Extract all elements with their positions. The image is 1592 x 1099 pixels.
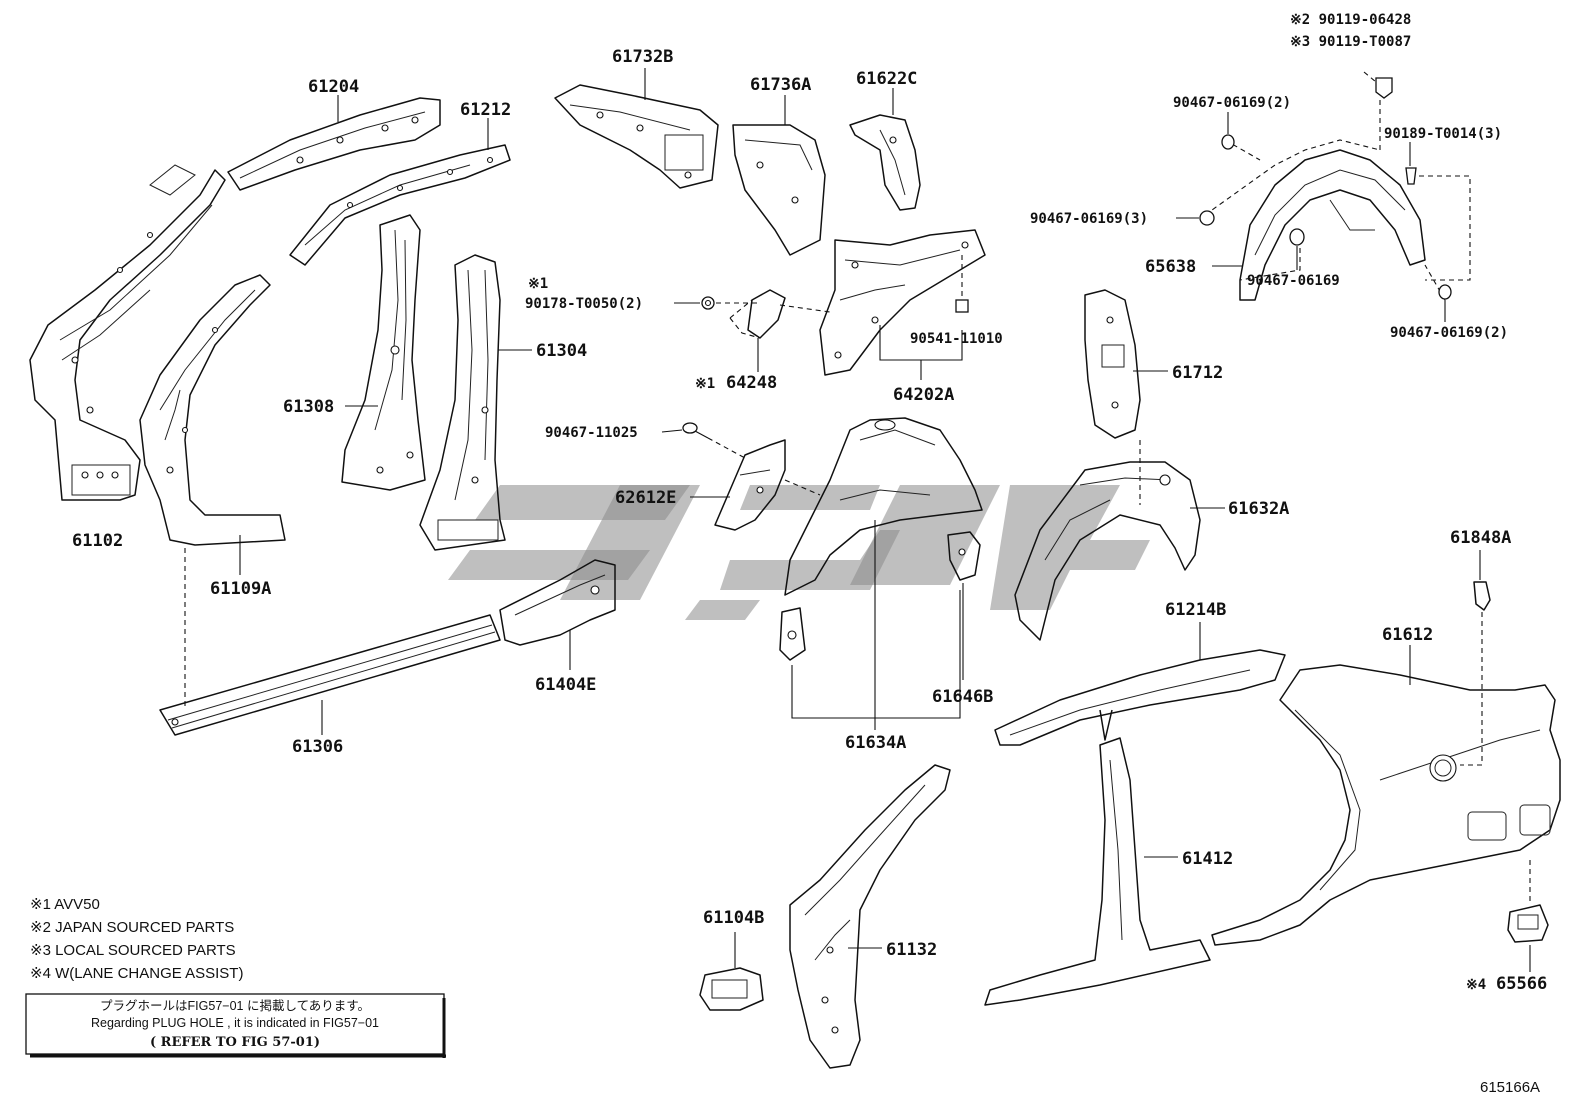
fastener-90189-clip: [1405, 167, 1417, 185]
figure-id: 615166A: [1480, 1079, 1540, 1096]
part-61308-drawing: [341, 214, 426, 491]
part-61646B-drawing: [947, 531, 981, 581]
part-61204-drawing: [227, 97, 441, 191]
part-61848A-drawing: [1473, 581, 1491, 611]
label-61132[interactable]: 61132: [886, 940, 937, 960]
fastener-90467-06169-c: [1289, 228, 1305, 246]
label-65638[interactable]: 65638: [1145, 257, 1196, 277]
part-61634A-drawing: [779, 417, 983, 661]
part-61612-drawing: [1211, 664, 1561, 946]
part-61104B-drawing: [699, 967, 764, 1011]
part-61214B-drawing: [984, 649, 1286, 1006]
part-61109A-drawing: [139, 274, 286, 546]
part-64202A-drawing: [819, 229, 986, 376]
label-61404E[interactable]: 61404E: [535, 675, 596, 695]
fastener-90467-06169-d: [1438, 284, 1452, 300]
footnote-3: ※3 LOCAL SOURCED PARTS: [30, 942, 236, 959]
part-62612E-drawing: [714, 439, 786, 531]
plug-hole-reference-box: プラグホールはFIG57−01 に掲載してあります。 Regarding PLU…: [25, 993, 446, 1058]
label-90467-06169-2b[interactable]: 90467-06169(2): [1390, 325, 1508, 341]
label-61308[interactable]: 61308: [283, 397, 334, 417]
fastener-90119-screw: [1375, 77, 1393, 99]
label-61732B[interactable]: 61732B: [612, 47, 673, 67]
label-61214B[interactable]: 61214B: [1165, 600, 1226, 620]
part-61622C-drawing: [849, 114, 921, 211]
label-61736A[interactable]: 61736A: [750, 75, 811, 95]
label-61622C[interactable]: 61622C: [856, 69, 917, 89]
label-61712[interactable]: 61712: [1172, 363, 1223, 383]
label-90467-06169-2a[interactable]: 90467-06169(2): [1173, 95, 1291, 111]
label-61204[interactable]: 61204: [308, 77, 359, 97]
part-61306-drawing: [159, 614, 501, 736]
label-65566[interactable]: 65566: [1496, 974, 1547, 994]
footnote-1: ※1 AVV50: [30, 896, 100, 913]
fastener-90467-11025-screw: [682, 422, 709, 439]
part-61712-drawing: [1084, 289, 1141, 439]
label-61848A[interactable]: 61848A: [1450, 528, 1511, 548]
watermark-logo: [448, 485, 1150, 620]
part-61732B-drawing: [554, 84, 719, 189]
label-61646B[interactable]: 61646B: [932, 687, 993, 707]
label-90189-T0014[interactable]: 90189-T0014(3): [1384, 126, 1502, 142]
reference-text-en: Regarding PLUG HOLE , it is indicated in…: [91, 1016, 379, 1030]
footnote-4: ※4 W(LANE CHANGE ASSIST): [30, 965, 243, 982]
part-61132-drawing: [789, 764, 951, 1069]
part-labels: 61204 61212 61732B 61736A 61622C 61102 6…: [72, 12, 1547, 994]
label-90467-06169-3[interactable]: 90467-06169(3): [1030, 211, 1148, 227]
fastener-90467-06169-a: [1221, 134, 1235, 150]
label-61212[interactable]: 61212: [460, 100, 511, 120]
label-90467-11025[interactable]: 90467-11025: [545, 425, 638, 441]
label-90178-mark: ※1: [528, 276, 548, 292]
label-62612E[interactable]: 62612E: [615, 488, 676, 508]
label-90541-11010[interactable]: 90541-11010: [910, 331, 1003, 347]
label-61306[interactable]: 61306: [292, 737, 343, 757]
label-61102[interactable]: 61102: [72, 531, 123, 551]
footnote-2: ※2 JAPAN SOURCED PARTS: [30, 919, 234, 936]
label-61612[interactable]: 61612: [1382, 625, 1433, 645]
label-90178-T0050[interactable]: 90178-T0050(2): [525, 296, 643, 312]
part-64248-drawing: [729, 289, 786, 339]
fastener-90541-bolt: [955, 299, 969, 313]
part-61212-drawing: [289, 144, 511, 266]
label-64248[interactable]: 64248: [726, 373, 777, 393]
label-61304[interactable]: 61304: [536, 341, 587, 361]
footnotes: ※1 AVV50 ※2 JAPAN SOURCED PARTS ※3 LOCAL…: [30, 896, 243, 982]
part-65566-drawing: [1507, 904, 1549, 943]
label-61632A[interactable]: 61632A: [1228, 499, 1289, 519]
part-65638-drawing: [1239, 149, 1426, 301]
part-61102-drawing: [29, 164, 226, 501]
label-64202A[interactable]: 64202A: [893, 385, 954, 405]
label-64248-mark: ※1: [695, 376, 715, 392]
label-90119-T0087[interactable]: ※3 90119-T0087: [1290, 34, 1411, 50]
fastener-90467-06169-b: [1199, 210, 1215, 226]
label-90467-06169[interactable]: 90467-06169: [1247, 273, 1340, 289]
reference-link-fig57[interactable]: ( REFER TO FIG 57-01): [150, 1035, 320, 1050]
label-61634A[interactable]: 61634A: [845, 733, 906, 753]
fastener-90178-nut: [701, 296, 715, 310]
label-90119-06428[interactable]: ※2 90119-06428: [1290, 12, 1411, 28]
part-61736A-drawing: [732, 124, 826, 256]
part-61632A-drawing: [1014, 461, 1201, 641]
reference-text-jp: プラグホールはFIG57−01 に掲載してあります。: [100, 998, 370, 1013]
part-61304-drawing: [419, 254, 506, 551]
part-61404E-drawing: [499, 559, 616, 646]
label-61109A[interactable]: 61109A: [210, 579, 271, 599]
label-61104B[interactable]: 61104B: [703, 908, 764, 928]
label-65566-mark: ※4: [1466, 977, 1486, 993]
label-61412[interactable]: 61412: [1182, 849, 1233, 869]
